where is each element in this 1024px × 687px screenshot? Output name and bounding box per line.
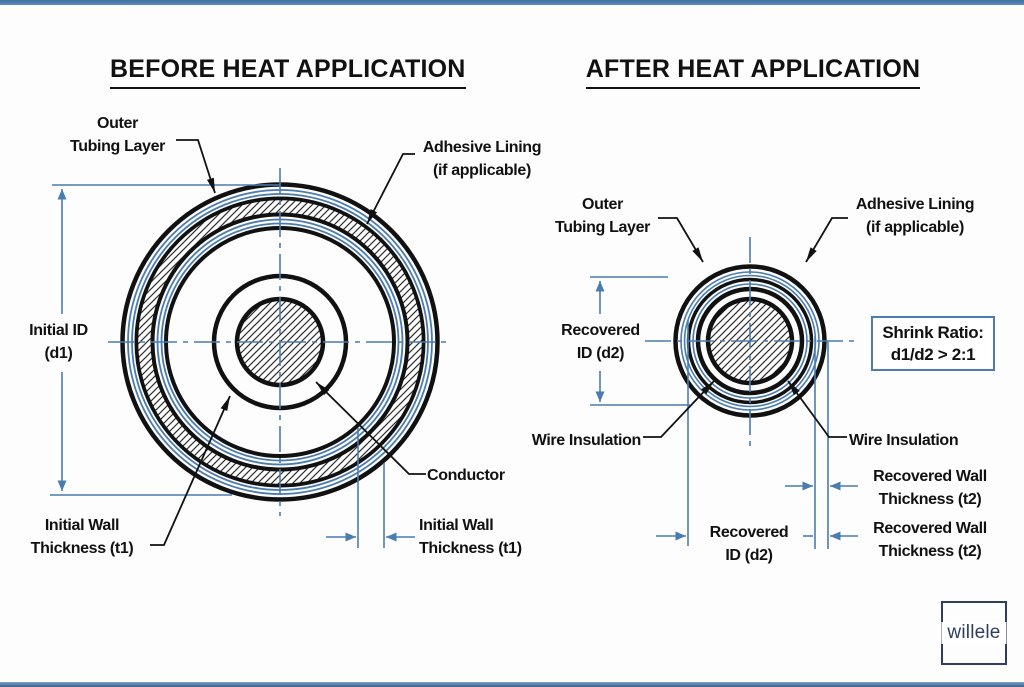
logo-text: willele xyxy=(941,622,1007,644)
after-wall-thickness-bottom-label: Recovered Wall Thickness (t2) xyxy=(873,520,987,560)
after-wire-insulation-right-label: Wire Insulation xyxy=(849,432,959,449)
after-recovered-id-side-label: Recovered ID (d2) xyxy=(561,322,640,362)
dimension-lines xyxy=(50,184,858,549)
before-title: BEFORE HEAT APPLICATION xyxy=(110,54,466,89)
bottom-border-bar xyxy=(0,682,1024,687)
after-adhesive-label: Adhesive Lining (if applicable) xyxy=(855,196,975,236)
after-wire-insulation-left-label: Wire Insulation xyxy=(531,432,642,449)
after-wall-thickness-top-label: Recovered Wall Thickness (t2) xyxy=(873,468,987,508)
before-adhesive-label: Adhesive Lining (if applicable) xyxy=(422,139,542,179)
leader-lines xyxy=(150,139,848,546)
logo: willele xyxy=(941,601,1007,665)
before-wall-thickness-right-label: Initial Wall Thickness (t1) xyxy=(419,517,522,557)
shrink-ratio-box: Shrink Ratio: d1/d2 > 2:1 xyxy=(871,316,995,371)
before-outer-tubing-label: Outer Tubing Layer xyxy=(69,115,166,155)
before-initial-id-label: Initial ID (d1) xyxy=(29,322,88,362)
before-conductor-label: Conductor xyxy=(427,467,505,484)
top-border-bar xyxy=(0,0,1024,5)
after-recovered-id-bottom-label: Recovered ID (d2) xyxy=(709,524,789,564)
centerlines xyxy=(108,168,857,516)
before-wall-thickness-left-label: Initial Wall Thickness (t1) xyxy=(30,517,134,557)
after-title: AFTER HEAT APPLICATION xyxy=(583,54,923,89)
after-outer-tubing-label: Outer Tubing Layer xyxy=(554,196,651,236)
